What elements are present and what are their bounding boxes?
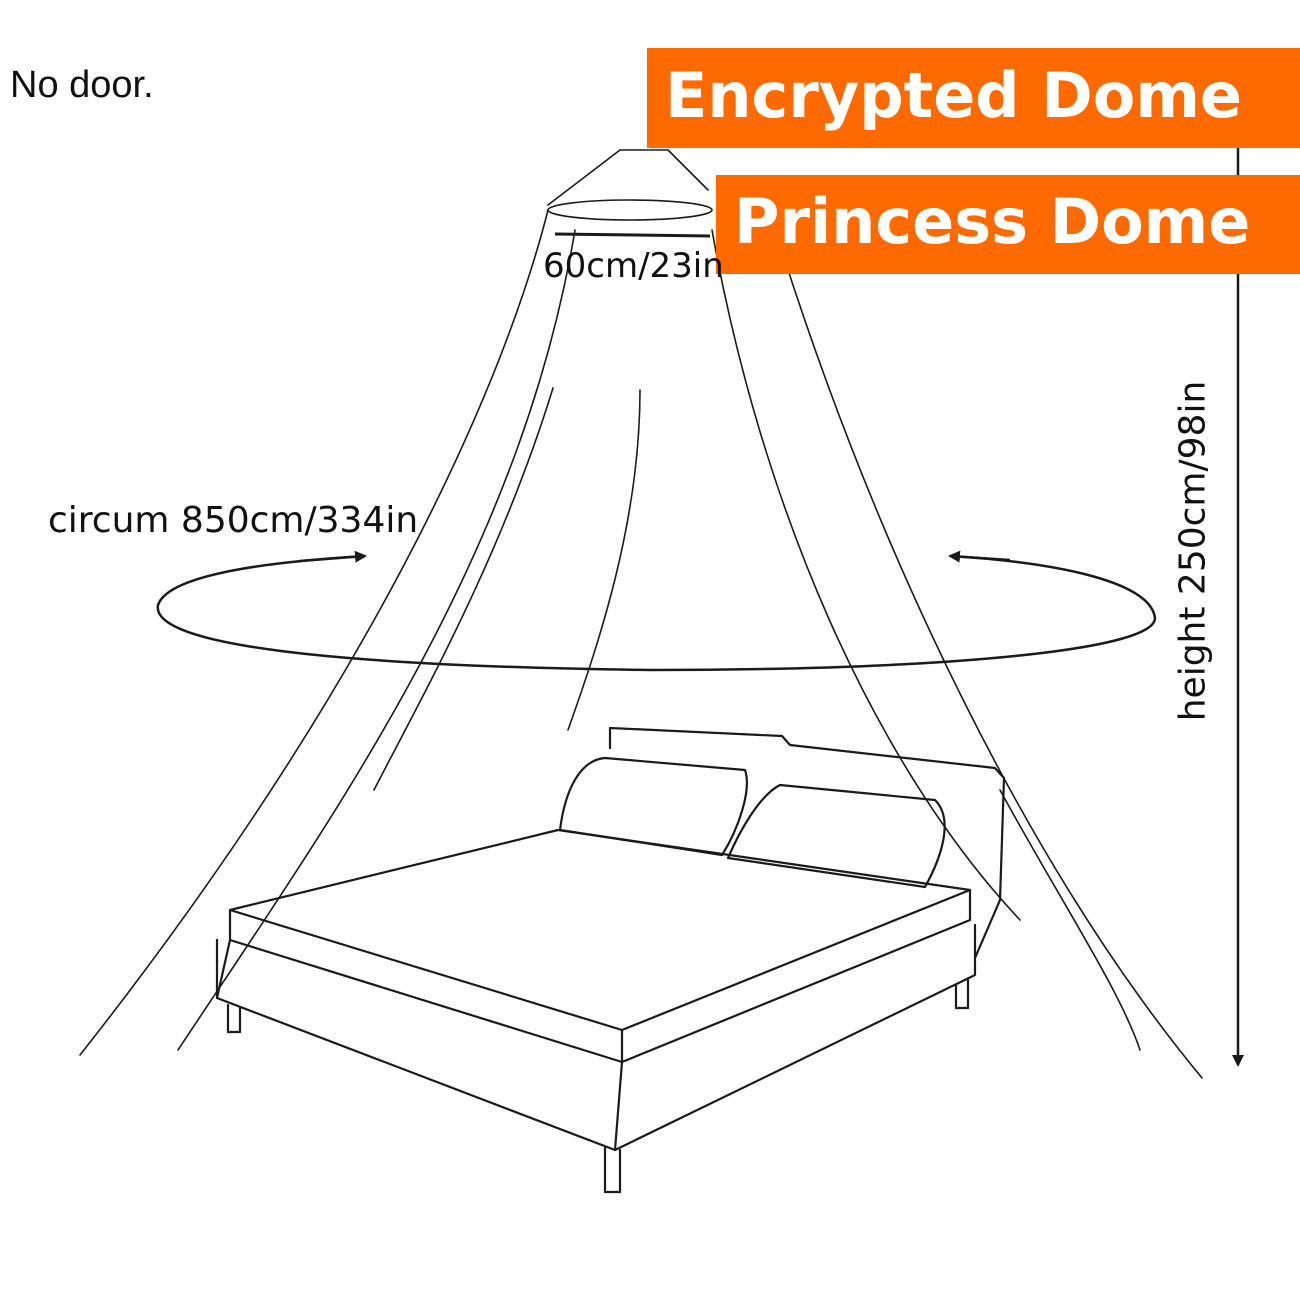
canopy-center — [567, 389, 641, 731]
encrypted-dome-badge: Encrypted Dome — [665, 59, 1242, 132]
canopy-net — [79, 149, 1203, 1079]
princess-dome-badge: Princess Dome — [734, 185, 1251, 258]
bed-leg-front — [603, 1146, 622, 1194]
canopy-outer-right — [779, 244, 1203, 1079]
mattress-top — [228, 828, 972, 1032]
arrow-right-head — [948, 550, 1011, 563]
canopy-outer-left — [79, 209, 549, 1056]
canopy-inner-left — [177, 229, 576, 1051]
canopy-top-cone — [547, 149, 709, 206]
arrow-left-head — [299, 550, 367, 563]
headboard — [608, 726, 1006, 960]
pillow-right — [726, 783, 946, 889]
pillow-left — [558, 756, 748, 857]
mattress-side — [228, 888, 972, 1064]
circumference-arrows — [156, 550, 1157, 672]
canopy-ring — [547, 199, 713, 221]
canopy-right-lower — [999, 789, 1141, 1051]
bed — [215, 726, 1006, 1194]
bed-leg-right — [954, 978, 970, 1010]
top-diameter-label: 60cm/23in — [543, 246, 724, 286]
no-door-note: No door. — [10, 64, 154, 106]
circumference-loop — [156, 554, 1157, 672]
circumference-label: circum 850cm/334in — [48, 500, 419, 541]
badge-princess-bg — [716, 175, 1300, 274]
bed-base — [215, 923, 977, 1152]
bed-leg-left — [226, 1003, 242, 1034]
badge-encrypted-bg — [647, 48, 1300, 148]
top-measure-line — [554, 232, 711, 238]
canopy-mid-left — [373, 387, 554, 791]
canopy-inner-right — [711, 229, 1021, 921]
height-label: height 250cm/98in — [1172, 380, 1214, 722]
